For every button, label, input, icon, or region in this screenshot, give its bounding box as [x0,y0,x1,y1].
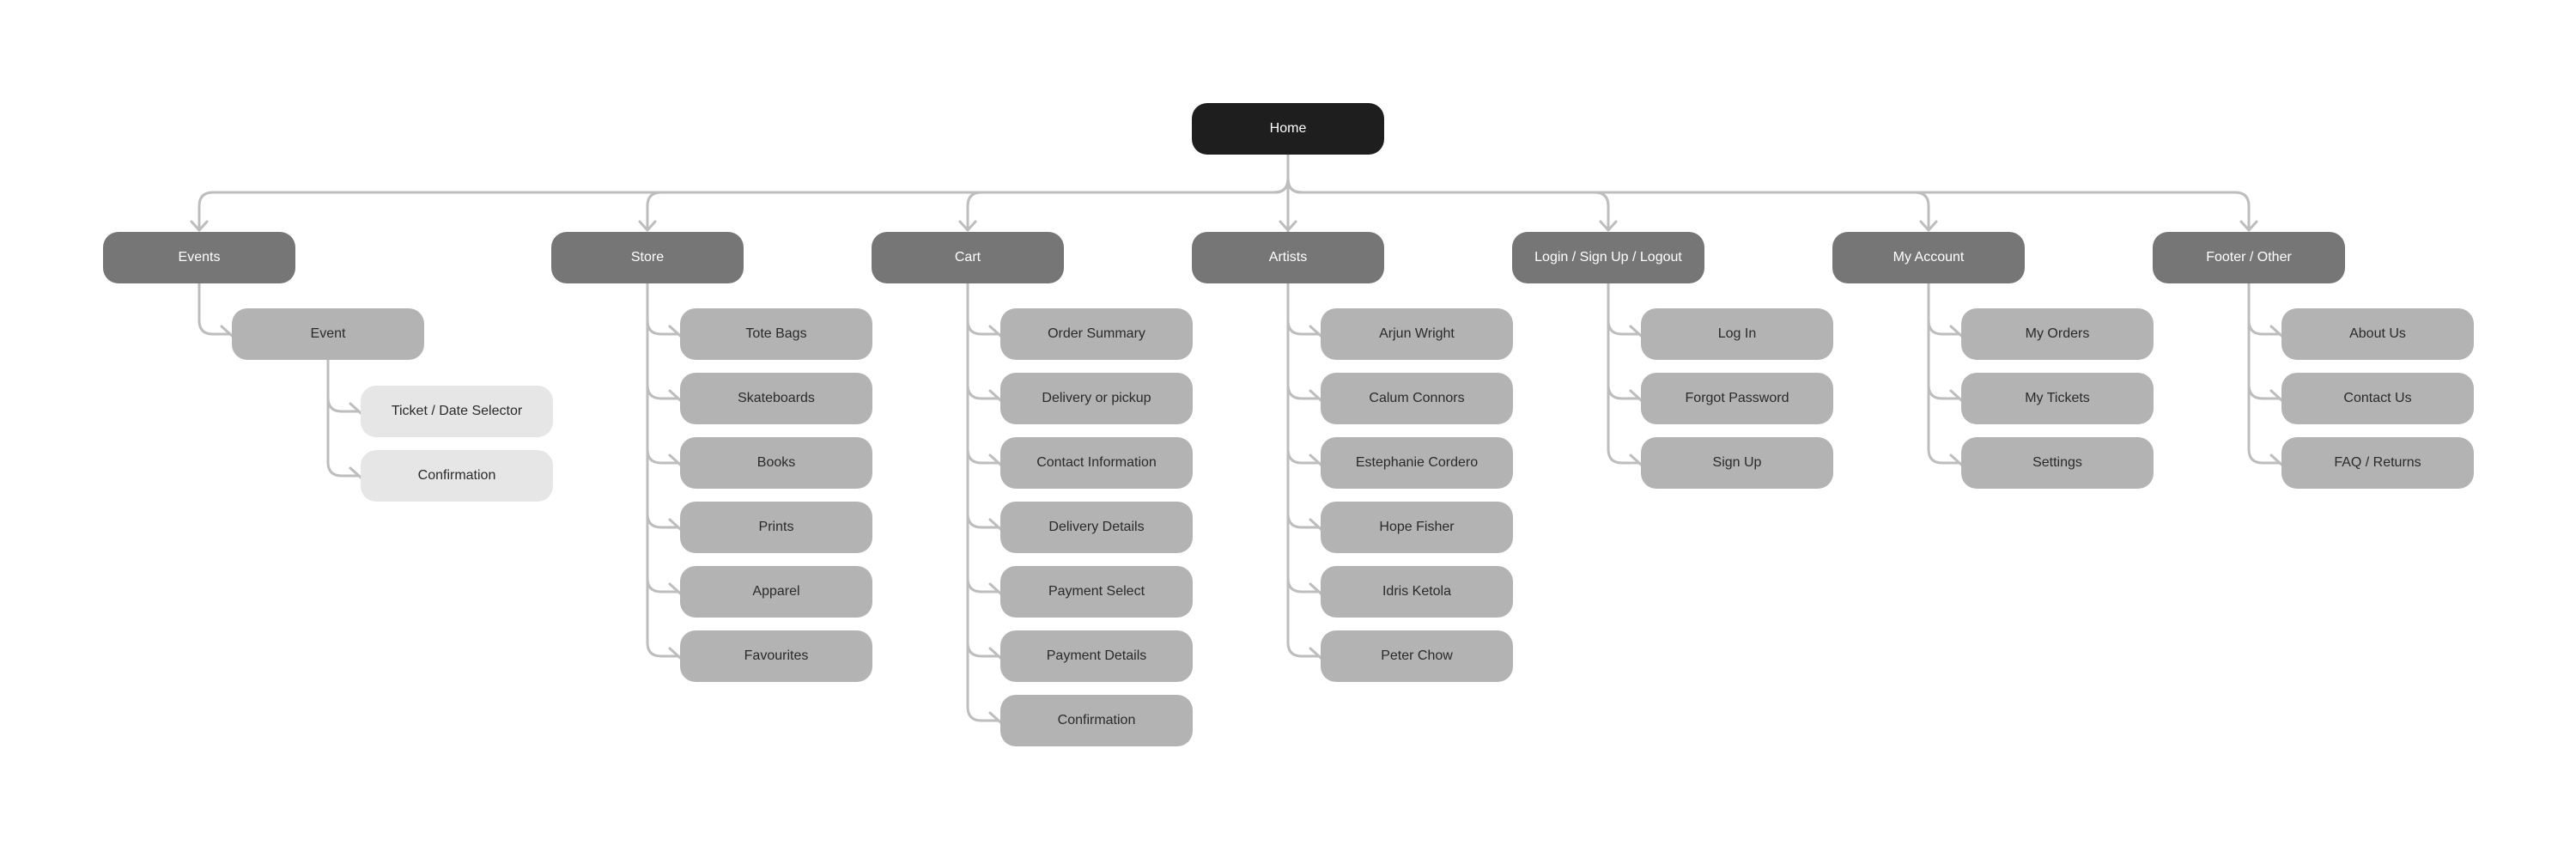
section-footer-other-faq-returns-node[interactable]: FAQ / Returns [2281,437,2474,489]
section-artists-hope-fisher-node-connector [1286,512,1321,529]
section-login-sign-up-logout-log-in-node-connector [1607,319,1641,336]
section-artists-idris-ketola-node[interactable]: Idris Ketola [1321,566,1513,618]
section-store-favourites-node[interactable]: Favourites [680,630,872,682]
section-events-confirmation-node-connector [326,460,361,478]
section-store-favourites-node-connector [646,641,680,658]
section-artists-peter-chow-node-connector [1286,641,1321,658]
section-store-apparel-node[interactable]: Apparel [680,566,872,618]
section-artists-arjun-wright-node[interactable]: Arjun Wright [1321,308,1513,360]
section-artists-estephanie-cordero-node-connector [1286,447,1321,465]
section-my-account-node[interactable]: My Account [1832,232,2025,283]
section-store-prints-node-connector [646,512,680,529]
section-cart-contact-information-node-connector [966,447,1000,465]
section-login-sign-up-logout-log-in-node[interactable]: Log In [1641,308,1833,360]
section-store-books-node[interactable]: Books [680,437,872,489]
section-artists-idris-ketola-node-connector [1286,576,1321,593]
section-footer-other-connector [1286,177,2251,232]
section-cart-payment-select-node[interactable]: Payment Select [1000,566,1193,618]
section-events-node[interactable]: Events [103,232,295,283]
section-store-books-node-connector [646,447,680,465]
section-events-event-node[interactable]: Event [232,308,424,360]
section-artists-node[interactable]: Artists [1192,232,1384,283]
section-events-ticket-date-selector-node-connector [326,396,361,413]
section-footer-other-about-us-node[interactable]: About Us [2281,308,2474,360]
section-store-skateboards-node[interactable]: Skateboards [680,373,872,424]
section-login-sign-up-logout-forgot-password-node[interactable]: Forgot Password [1641,373,1833,424]
section-store-tote-bags-node-connector [646,319,680,336]
section-artists-hope-fisher-node[interactable]: Hope Fisher [1321,502,1513,553]
section-cart-order-summary-node-connector [966,319,1000,336]
section-artists-calum-connors-node[interactable]: Calum Connors [1321,373,1513,424]
section-my-account-my-tickets-node-connector [1927,383,1961,400]
section-login-sign-up-logout-sign-up-node-connector [1607,447,1641,465]
section-login-sign-up-logout-forgot-password-node-connector [1607,383,1641,400]
section-store-apparel-node-connector [646,576,680,593]
section-cart-delivery-or-pickup-node-connector [966,383,1000,400]
artists-arrow [1279,220,1297,232]
section-store-arrow [638,220,657,232]
section-login-sign-up-logout-node[interactable]: Login / Sign Up / Logout [1512,232,1704,283]
section-cart-order-summary-node[interactable]: Order Summary [1000,308,1193,360]
section-cart-payment-select-node-connector [966,576,1000,593]
section-cart-arrow [958,220,977,232]
section-events-ticket-date-selector-node[interactable]: Ticket / Date Selector [361,386,553,437]
section-cart-payment-details-node-connector [966,641,1000,658]
section-cart-delivery-or-pickup-node[interactable]: Delivery or pickup [1000,373,1193,424]
section-cart-confirmation-node-connector [966,705,1000,722]
section-my-account-arrow [1919,220,1938,232]
section-my-account-settings-node[interactable]: Settings [1961,437,2154,489]
home-node[interactable]: Home [1192,103,1384,155]
section-artists-estephanie-cordero-node[interactable]: Estephanie Cordero [1321,437,1513,489]
section-artists-calum-connors-node-connector [1286,383,1321,400]
section-login-sign-up-logout-connector [1286,177,1610,232]
section-store-prints-node[interactable]: Prints [680,502,872,553]
section-cart-delivery-details-node[interactable]: Delivery Details [1000,502,1193,553]
section-cart-delivery-details-node-connector [966,512,1000,529]
section-events-event-node-connector [197,319,232,336]
section-cart-confirmation-node[interactable]: Confirmation [1000,695,1193,746]
section-my-account-my-tickets-node[interactable]: My Tickets [1961,373,2154,424]
section-artists-peter-chow-node[interactable]: Peter Chow [1321,630,1513,682]
section-events-connector [197,177,1290,232]
section-artists-arjun-wright-node-connector [1286,319,1321,336]
section-footer-other-about-us-node-connector [2247,319,2281,336]
section-footer-other-arrow [2239,220,2258,232]
section-events-arrow [190,220,209,232]
section-footer-other-contact-us-node[interactable]: Contact Us [2281,373,2474,424]
section-my-account-settings-node-connector [1927,447,1961,465]
section-store-node[interactable]: Store [551,232,744,283]
section-cart-node[interactable]: Cart [872,232,1064,283]
section-cart-payment-details-node[interactable]: Payment Details [1000,630,1193,682]
section-footer-other-contact-us-node-connector [2247,383,2281,400]
section-events-confirmation-node[interactable]: Confirmation [361,450,553,502]
section-login-sign-up-logout-arrow [1599,220,1618,232]
section-store-tote-bags-node[interactable]: Tote Bags [680,308,872,360]
section-login-sign-up-logout-sign-up-node[interactable]: Sign Up [1641,437,1833,489]
section-store-skateboards-node-connector [646,383,680,400]
section-my-account-my-orders-node-connector [1927,319,1961,336]
section-cart-connector [966,177,1290,232]
section-my-account-my-orders-node[interactable]: My Orders [1961,308,2154,360]
section-footer-other-faq-returns-node-connector [2247,447,2281,465]
section-footer-other-node[interactable]: Footer / Other [2153,232,2345,283]
section-cart-contact-information-node[interactable]: Contact Information [1000,437,1193,489]
